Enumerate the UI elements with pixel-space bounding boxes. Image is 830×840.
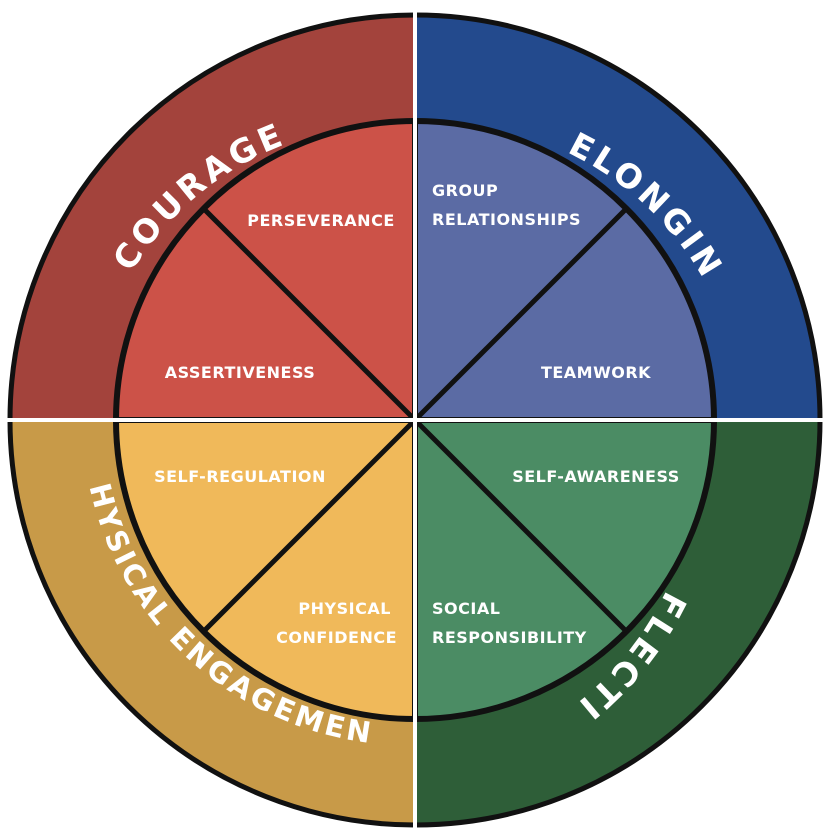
teamwork-label: TEAMWORK (541, 363, 651, 382)
reflection-ring-sector (415, 420, 820, 825)
self-regulation-label: SELF-REGULATION (154, 467, 326, 486)
outer-ring (10, 15, 820, 825)
perseverance-label: PERSEVERANCE (247, 211, 395, 230)
physical-confidence-label: PHYSICAL CONFIDENCE (276, 599, 397, 647)
inner-circle (116, 121, 714, 719)
perseverance-segment (203, 121, 415, 420)
assertiveness-label: ASSERTIVENESS (165, 363, 316, 382)
assertiveness-segment (116, 208, 415, 420)
segment-labels: PERSEVERANCE ASSERTIVENESS GROUP RELATIO… (154, 181, 680, 647)
courage-ring-sector (10, 15, 415, 420)
social-responsibility-segment (415, 420, 627, 719)
group-relationships-label: GROUP RELATIONSHIPS (432, 181, 581, 229)
teamwork-segment (415, 208, 714, 420)
group-relationships-segment (415, 121, 627, 420)
social-responsibility-label: SOCIAL RESPONSIBILITY (432, 599, 587, 647)
physical-confidence-segment (203, 420, 415, 719)
self-regulation-segment (116, 420, 415, 632)
self-awareness-segment (415, 420, 714, 632)
dividers (5, 10, 825, 830)
self-awareness-label: SELF-AWARENESS (512, 467, 680, 486)
physical-engagement-ring-sector (10, 420, 415, 825)
belonging-ring-sector (415, 15, 820, 420)
